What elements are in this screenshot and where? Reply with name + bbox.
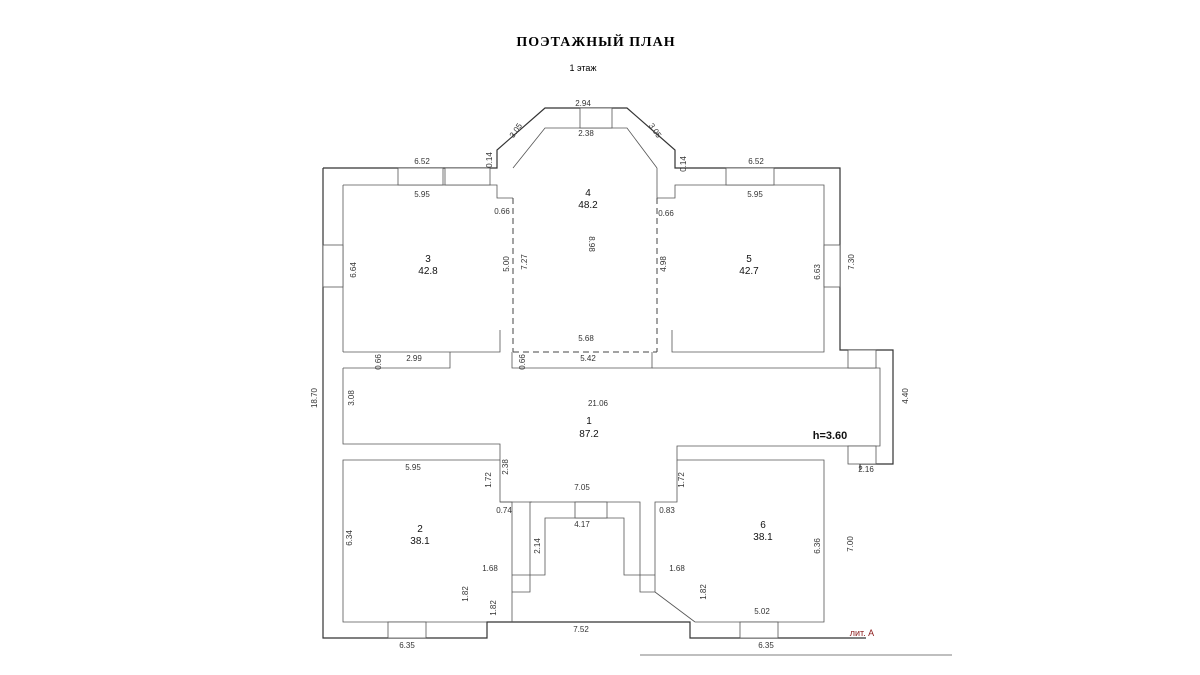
dim-label: 3.08 (347, 390, 356, 406)
dim-label: 5.68 (578, 334, 594, 343)
dim-label: 6.52 (414, 157, 430, 166)
dim-label: 1.82 (699, 584, 708, 600)
room-2-area: 38.1 (410, 536, 430, 547)
dim-label: 2.94 (575, 99, 591, 108)
dim-label: 6.35 (758, 641, 774, 650)
floor-label: 1 этаж (570, 63, 597, 73)
dim-label: 2.38 (578, 129, 594, 138)
dim-label: 5.00 (502, 256, 511, 272)
dim-label: 1.82 (489, 600, 498, 616)
dim-label: 21.06 (588, 399, 609, 408)
dim-label: 18.70 (310, 387, 319, 408)
dim-label: 5.95 (747, 190, 763, 199)
dim-label: 1.72 (677, 472, 686, 488)
dim-label: 2.16 (858, 465, 874, 474)
room-labels: 4 48.2 3 42.8 5 42.7 1 87.2 2 38.1 6 38.… (410, 188, 874, 638)
dim-label: 7.00 (846, 536, 855, 552)
dim-label: 5.02 (754, 607, 770, 616)
room-6-number: 6 (760, 520, 766, 531)
height-label: h=3.60 (813, 430, 848, 442)
dim-label: 1.68 (669, 564, 685, 573)
dim-label: 4.17 (574, 520, 590, 529)
room-3-number: 3 (425, 254, 431, 265)
dimension-labels: 2.94 2.38 6.52 6.52 5.95 5.95 0.66 0.66 … (399, 99, 874, 650)
dim-label: 6.63 (813, 264, 822, 280)
room-5-number: 5 (746, 254, 752, 265)
room-2-number: 2 (417, 524, 423, 535)
room-4-number: 4 (585, 188, 591, 199)
dim-label: 2.99 (406, 354, 422, 363)
dimension-labels-vertical: 3.05 3.05 0.14 0.14 8.98 7.27 5.00 6.64 … (310, 121, 910, 616)
dim-label: 0.83 (659, 506, 675, 515)
room-1-number: 1 (586, 416, 592, 427)
dim-label: 5.42 (580, 354, 596, 363)
dim-label: 2.38 (501, 459, 510, 475)
dim-label: 7.52 (573, 625, 589, 634)
plan-title: ПОЭТАЖНЫЙ ПЛАН (516, 33, 675, 50)
dim-label: 7.30 (847, 254, 856, 270)
dim-label: 0.14 (485, 152, 494, 168)
dim-label: 6.36 (813, 538, 822, 554)
dim-label: 6.35 (399, 641, 415, 650)
dim-label: 0.66 (658, 209, 674, 218)
dim-label: 5.95 (414, 190, 430, 199)
dim-label: 7.27 (520, 254, 529, 270)
windows (322, 107, 877, 639)
building-marker: лит. А (850, 628, 874, 638)
dashed-partitions (512, 198, 658, 353)
dim-label: 4.98 (659, 256, 668, 272)
dim-label: 8.98 (587, 236, 596, 252)
dim-label: 0.66 (518, 354, 527, 370)
room-6-area: 38.1 (753, 532, 773, 543)
dim-label: 1.82 (461, 586, 470, 602)
room-3-area: 42.8 (418, 266, 438, 277)
dim-label: 0.14 (679, 156, 688, 172)
dim-label: 1.72 (484, 472, 493, 488)
room-5-area: 42.7 (739, 266, 759, 277)
dim-label: 1.68 (482, 564, 498, 573)
dim-label: 6.64 (349, 262, 358, 278)
dim-label: 3.05 (508, 121, 525, 139)
dim-label: 2.14 (533, 538, 542, 554)
room-4-area: 48.2 (578, 200, 598, 211)
dim-label: 5.95 (405, 463, 421, 472)
dim-label: 6.52 (748, 157, 764, 166)
dim-label: 7.05 (574, 483, 590, 492)
room-1-area: 87.2 (579, 429, 599, 440)
dim-label: 4.40 (901, 388, 910, 404)
dim-label: 0.66 (494, 207, 510, 216)
dim-label: 6.34 (345, 530, 354, 546)
dim-label: 0.74 (496, 506, 512, 515)
dim-label: 0.66 (374, 354, 383, 370)
